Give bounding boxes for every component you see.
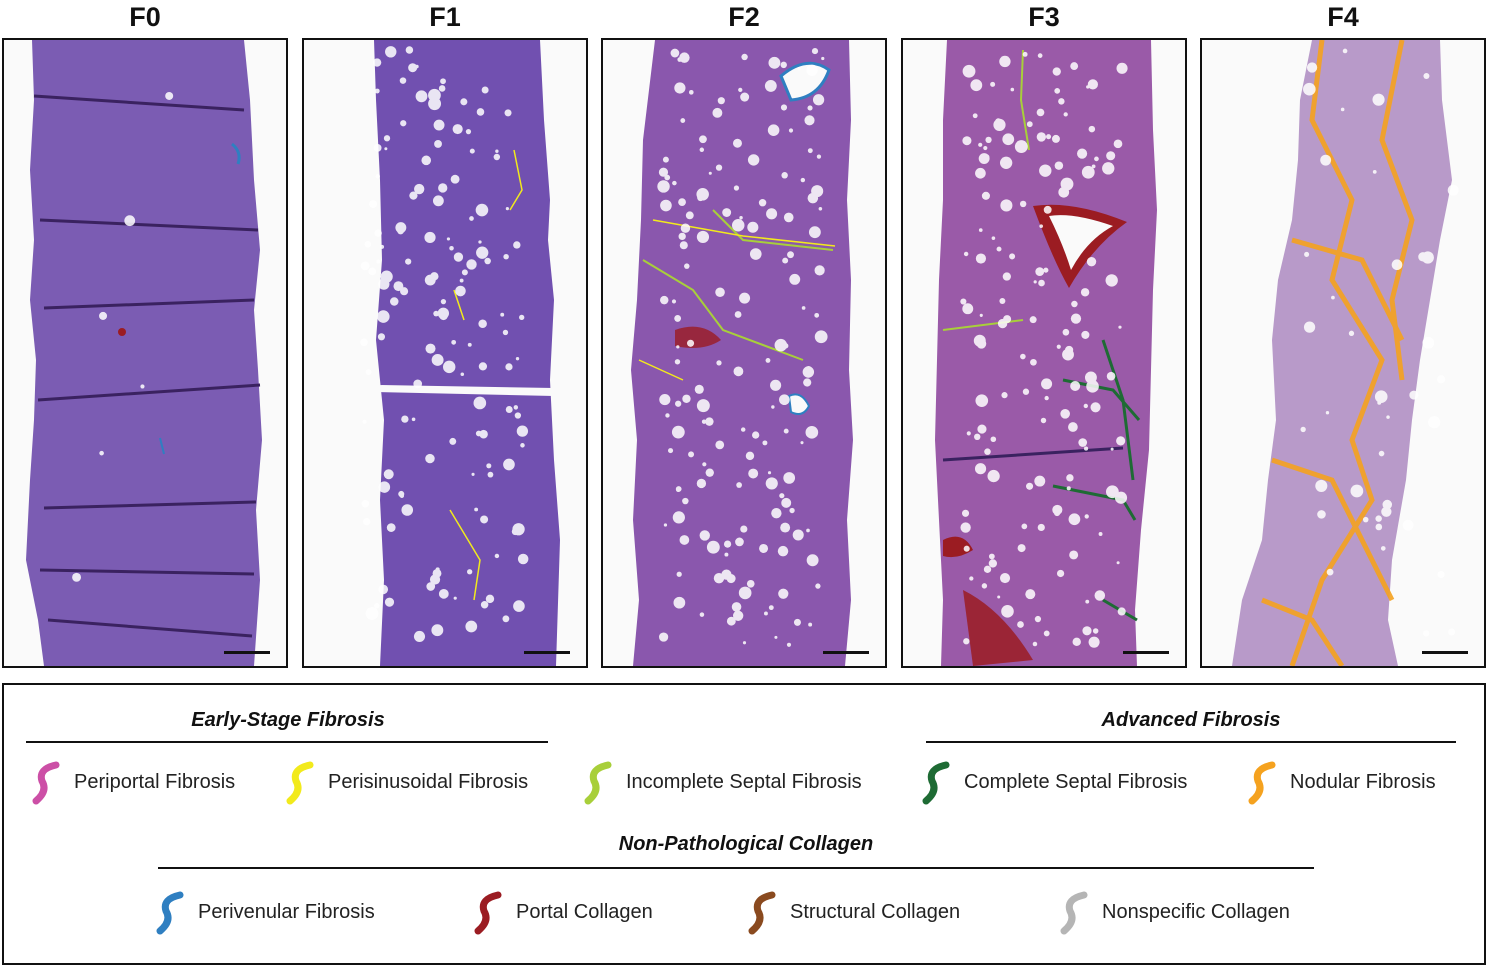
tissue-image-f1	[360, 40, 560, 666]
legend-item-label: Incomplete Septal Fibrosis	[626, 770, 862, 793]
fat-vacuoles	[1300, 48, 1459, 637]
tissue-image-f2	[631, 40, 853, 666]
panel-title-f2: F2	[728, 2, 760, 32]
scale-bar	[224, 651, 270, 654]
fat-vacuoles	[72, 91, 174, 582]
legend-box: Early-Stage Fibrosis Advanced Fibrosis N…	[2, 683, 1486, 965]
legend-item-label: Structural Collagen	[790, 900, 961, 923]
legend-item-label: Perivenular Fibrosis	[198, 900, 375, 923]
scale-bar	[524, 651, 570, 654]
legend-item-incomplete-septal: Incomplete Septal Fibrosis	[580, 759, 862, 805]
fiber-swatch-icon	[156, 891, 184, 935]
histology-panel-f1	[302, 38, 588, 668]
scale-bar	[1123, 651, 1169, 654]
tissue-image-f3	[935, 40, 1157, 666]
panel-title-f4: F4	[1327, 2, 1359, 32]
legend-group-title-advanced: Advanced Fibrosis	[1101, 709, 1281, 731]
legend-item-label: Periportal Fibrosis	[74, 770, 236, 793]
fiber-swatch-icon	[748, 891, 776, 935]
panel-title-f0: F0	[129, 2, 161, 32]
legend-item-perivenular: Perivenular Fibrosis	[152, 889, 375, 935]
legend-item-label: Perisinusoidal Fibrosis	[328, 770, 529, 793]
legend-item-periportal: Periportal Fibrosis	[28, 759, 235, 805]
legend-item-label: Complete Septal Fibrosis	[964, 770, 1188, 793]
fiber-swatch-icon	[584, 761, 612, 805]
legend-divider	[26, 741, 548, 743]
histology-panel-f3	[901, 38, 1187, 668]
fat-vacuoles	[657, 48, 828, 647]
legend-group-title-nonpathological: Non-Pathological Collagen	[618, 833, 874, 855]
fiber-swatch-icon	[1248, 761, 1276, 805]
legend-item-perisinusoidal: Perisinusoidal Fibrosis	[282, 759, 528, 805]
legend-group-title-early: Early-Stage Fibrosis	[191, 709, 385, 731]
legend-item-complete-septal: Complete Septal Fibrosis	[918, 759, 1187, 805]
tissue-image-f0	[26, 40, 262, 666]
legend-divider	[926, 741, 1456, 743]
histology-panel-f0	[2, 38, 288, 668]
fiber-swatch-icon	[32, 761, 60, 805]
legend-item-label: Nonspecific Collagen	[1102, 900, 1290, 923]
fat-vacuoles	[360, 46, 529, 642]
scale-bar	[1422, 651, 1468, 654]
legend-item-nonspecific-collagen: Nonspecific Collagen	[1056, 889, 1290, 935]
fat-vacuoles	[960, 51, 1128, 648]
legend-item-label: Portal Collagen	[516, 900, 653, 923]
legend-item-portal-collagen: Portal Collagen	[470, 889, 653, 935]
legend-item-structural-collagen: Structural Collagen	[744, 889, 960, 935]
panel-title-f3: F3	[1028, 2, 1060, 32]
histology-panel-f2	[601, 38, 887, 668]
tissue-image-f4	[1232, 40, 1459, 666]
legend-item-label: Nodular Fibrosis	[1290, 770, 1436, 793]
fiber-swatch-icon	[922, 761, 950, 805]
histology-panel-f4	[1200, 38, 1486, 668]
scale-bar	[823, 651, 869, 654]
fiber-swatch-icon	[286, 761, 314, 805]
legend-item-nodular: Nodular Fibrosis	[1244, 759, 1436, 805]
panel-title-f1: F1	[429, 2, 461, 32]
legend-divider	[158, 867, 1314, 869]
fiber-swatch-icon	[474, 891, 502, 935]
fiber-swatch-icon	[1060, 891, 1088, 935]
